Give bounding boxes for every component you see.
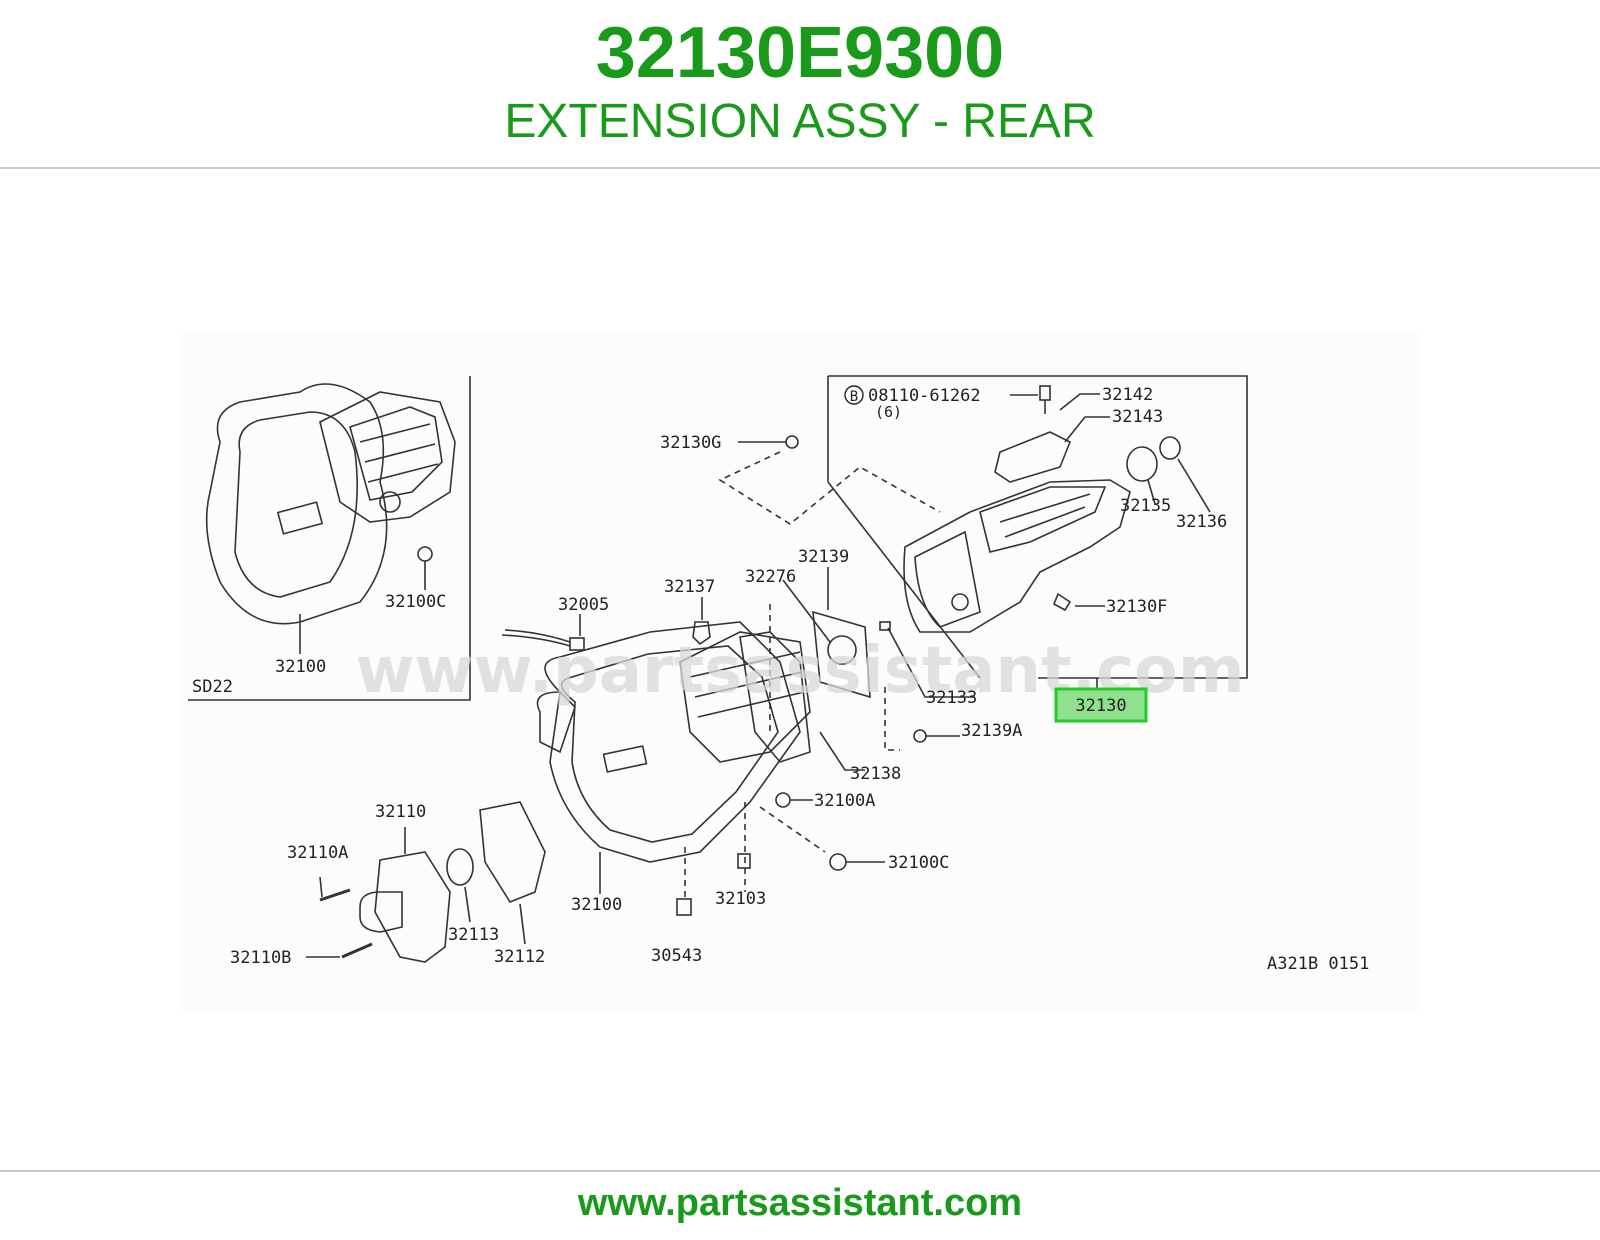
label-32113: 32113 — [448, 925, 499, 945]
bracket-32130F — [1052, 592, 1072, 612]
footer-website-link[interactable]: www.partsassistant.com — [577, 1182, 1023, 1224]
inset-bellhousing — [205, 383, 388, 625]
bolt-32130G — [785, 435, 799, 449]
inset-bearing — [379, 491, 401, 513]
exploded-parts-diagram: www.partsassistant.com 32100C 32100 SD22… — [180, 332, 1420, 1012]
switch-wires — [501, 629, 571, 647]
pin-32133 — [879, 621, 891, 631]
main-case-body — [679, 631, 811, 763]
clutch-window — [536, 691, 576, 754]
part-description: EXTENSION ASSY - REAR — [504, 95, 1096, 148]
gasket-32112 — [479, 801, 546, 903]
bushing-32135 — [1126, 446, 1158, 482]
rear-extension-ribs — [979, 486, 1107, 553]
inset-bellhousing-inner — [234, 411, 358, 598]
dashed-32130G — [718, 451, 941, 525]
part-number-title: 32130E9300 — [595, 13, 1005, 93]
inset-case-ribs — [349, 406, 443, 501]
plug-32100C — [829, 853, 847, 871]
label-32100A: 32100A — [814, 791, 875, 811]
plug-32103 — [737, 853, 751, 869]
front-cover-sleeve — [359, 891, 403, 933]
label-32130F: 32130F — [1106, 597, 1167, 617]
plug-30543 — [676, 898, 692, 916]
extension-assy-frame — [828, 375, 1248, 679]
label-32130G: 32130G — [660, 433, 721, 453]
label-32005: 32005 — [558, 595, 609, 615]
shift-cover-32143 — [994, 431, 1072, 483]
bolt-32110A — [319, 888, 351, 902]
header-divider — [0, 167, 1600, 169]
label-32139A: 32139A — [961, 721, 1022, 741]
front-cover-32110 — [374, 851, 451, 963]
bolt-32110B — [341, 942, 373, 959]
bolt-marker-label: B — [850, 389, 858, 405]
plug-32100A — [775, 792, 791, 808]
switch-32005 — [569, 637, 585, 651]
seal-32113 — [446, 848, 474, 886]
inset-32100c-plug — [417, 546, 433, 562]
rear-extension-flange — [914, 530, 981, 628]
diagram-reference-code: A321B 0151 — [1267, 954, 1369, 974]
label-32142: 32142 — [1102, 385, 1153, 405]
input-shaft-opening — [602, 745, 648, 773]
label-32137: 32137 — [664, 577, 715, 597]
label-32133: 32133 — [926, 688, 977, 708]
label-32100-inset: 32100 — [275, 657, 326, 677]
inset-frame — [188, 376, 471, 701]
label-32100C: 32100C — [888, 853, 949, 873]
main-bellhousing-inner — [560, 645, 779, 843]
inset-variant-label: SD22 — [192, 677, 233, 697]
label-32112: 32112 — [494, 947, 545, 967]
seal-32136 — [1159, 436, 1181, 460]
inset-shaft — [276, 501, 324, 535]
bolt-marker-circle — [844, 385, 864, 405]
label-30543: 30543 — [651, 946, 702, 966]
label-32135: 32135 — [1120, 496, 1171, 516]
label-32100C-inset: 32100C — [385, 592, 446, 612]
rear-extension-housing — [903, 479, 1131, 633]
label-32130-highlighted: 32130 — [1075, 696, 1126, 716]
bolt-32139A — [913, 729, 927, 743]
label-qty-6: (6) — [875, 403, 902, 421]
gasket-32139 — [812, 610, 871, 699]
label-32100: 32100 — [571, 895, 622, 915]
label-32110: 32110 — [375, 802, 426, 822]
diagram-svg: www.partsassistant.com 32100C 32100 SD22… — [188, 375, 1369, 974]
bearing-retainer-32276 — [827, 635, 857, 665]
label-32139: 32139 — [798, 547, 849, 567]
bolt-08110 — [1039, 385, 1051, 401]
dowel-32137 — [692, 621, 711, 646]
label-32143: 32143 — [1112, 407, 1163, 427]
label-32138: 32138 — [850, 764, 901, 784]
label-32136: 32136 — [1176, 512, 1227, 532]
label-32276: 32276 — [745, 567, 796, 587]
main-bellhousing — [544, 621, 801, 863]
inset-case — [319, 391, 456, 523]
label-32103: 32103 — [715, 889, 766, 909]
label-32110A: 32110A — [287, 843, 348, 863]
label-32110B: 32110B — [230, 948, 291, 968]
footer-divider — [0, 1170, 1600, 1172]
label-08110-61262: 08110-61262 — [868, 386, 981, 406]
highlight-32130-box[interactable] — [1054, 687, 1148, 723]
